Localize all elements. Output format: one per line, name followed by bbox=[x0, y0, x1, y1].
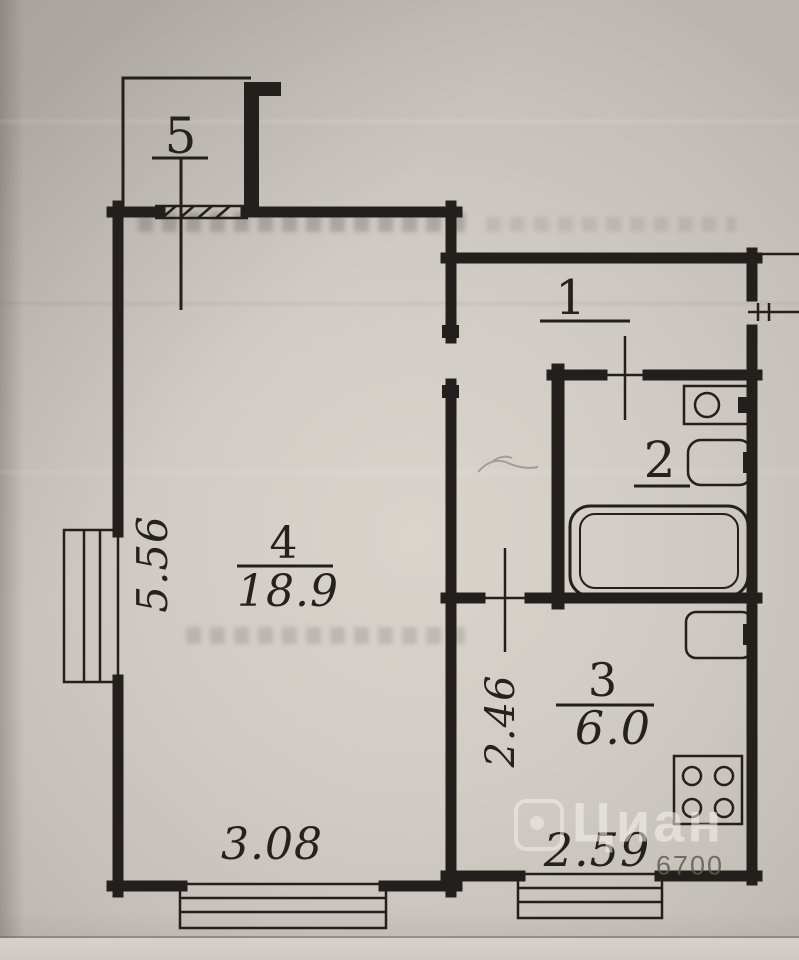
door-jambs bbox=[442, 325, 459, 398]
room-bathroom-number: 2 bbox=[643, 431, 677, 489]
watermark-brand: Циан bbox=[571, 790, 725, 854]
window-bottom-kitchen bbox=[516, 872, 664, 920]
walls bbox=[106, 200, 763, 898]
paper-edge-line bbox=[0, 936, 799, 938]
balcony-outline bbox=[121, 76, 281, 216]
room-living-area: 18.9 bbox=[237, 566, 339, 617]
room-kitchen-number: 3 bbox=[587, 653, 619, 707]
door-opening-marks bbox=[480, 252, 799, 652]
label-lines bbox=[152, 156, 690, 707]
dimension-living-bottom: 3.08 bbox=[221, 819, 323, 870]
room-living-number: 4 bbox=[269, 518, 299, 569]
dimension-kitchen-left: 2.46 bbox=[478, 674, 524, 768]
room-hallway-number: 1 bbox=[555, 270, 587, 326]
bleedthrough-text-artifact bbox=[486, 217, 736, 232]
watermark-logo-icon bbox=[514, 799, 564, 851]
washbasin-icon bbox=[682, 384, 754, 426]
bathtub-icon bbox=[568, 504, 750, 598]
window-left bbox=[62, 528, 120, 684]
stove-icon bbox=[672, 754, 744, 826]
balcony-door-window bbox=[155, 204, 248, 220]
kitchen-sink-icon bbox=[684, 610, 754, 660]
toilet-icon bbox=[686, 438, 754, 487]
window-bottom-living bbox=[178, 882, 388, 930]
watermark-number: 6700 bbox=[655, 850, 725, 881]
dimension-living-left: 5.56 bbox=[128, 515, 177, 613]
room-kitchen-area: 6.0 bbox=[574, 701, 652, 755]
pencil-scribble bbox=[477, 455, 539, 473]
bleedthrough-text-artifact bbox=[186, 627, 466, 644]
paper-edge-strip bbox=[0, 938, 799, 960]
room-balcony-number: 5 bbox=[164, 107, 198, 165]
